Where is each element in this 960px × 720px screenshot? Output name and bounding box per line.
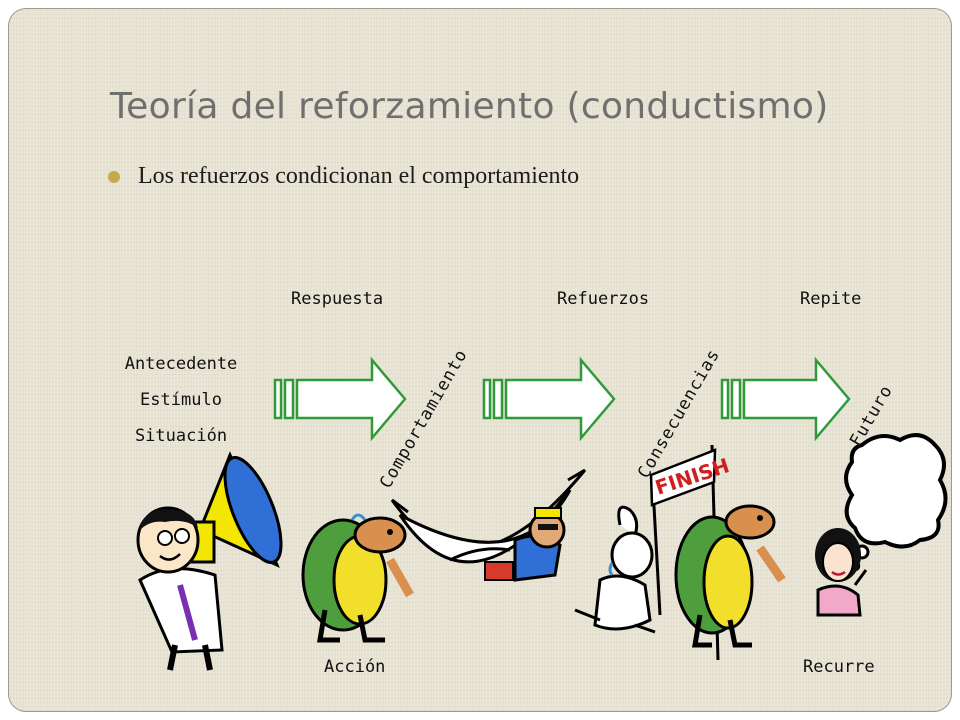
antecedent-item: Situación: [134, 426, 228, 446]
arrow-icon: [482, 356, 616, 442]
antecedent-item: Antecedente: [124, 354, 238, 374]
hammock-illustration: [390, 468, 587, 582]
bullet-dot-icon: [108, 171, 120, 183]
turtle-illustration: [674, 504, 786, 648]
antecedent-list: Antecedente Estímulo Situación: [96, 346, 266, 454]
arrow-icon: [720, 356, 851, 442]
megaphone-man-illustration: [136, 451, 283, 671]
antecedent-item: Estímulo: [140, 390, 222, 410]
label-recurre: Recurre: [803, 657, 875, 677]
label-repite: Repite: [800, 289, 862, 309]
arrow-icon: [273, 356, 407, 442]
girl-illustration: [815, 528, 868, 617]
label-accion: Acción: [324, 657, 386, 677]
bullet-text: Los refuerzos condicionan el comportamie…: [138, 163, 580, 189]
label-refuerzos: Refuerzos: [557, 289, 650, 309]
label-respuesta: Respuesta: [291, 289, 384, 309]
slide-title: Teoría del reforzamiento (conductismo): [110, 86, 829, 127]
rabbit-illustration: [574, 505, 656, 634]
thought-bubble-icon: [844, 433, 948, 572]
turtle-illustration: [301, 513, 414, 643]
